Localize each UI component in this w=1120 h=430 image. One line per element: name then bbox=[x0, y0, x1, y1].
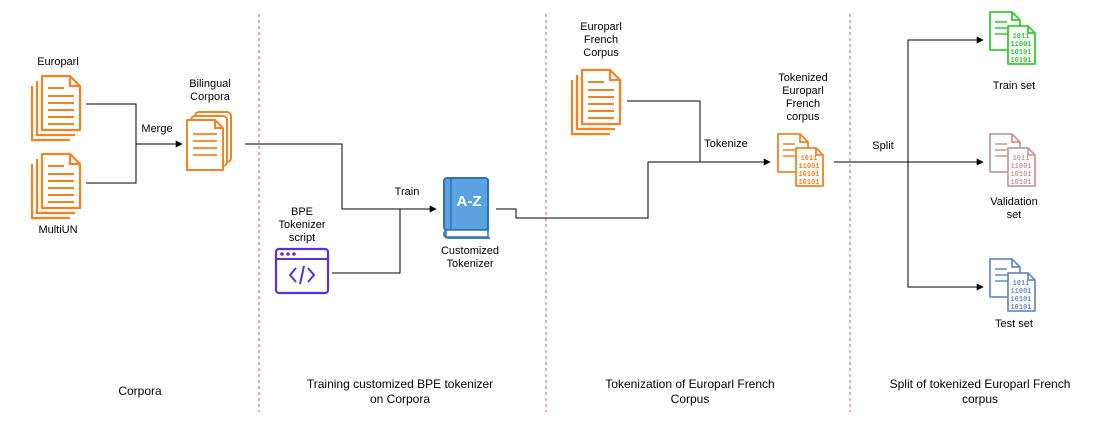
svg-text:A-Z: A-Z bbox=[457, 193, 482, 210]
section-label-split: Split of tokenized Europarl French corpu… bbox=[889, 377, 1071, 406]
tokenized-corpus-label: Tokenized Europarl French corpus bbox=[778, 72, 828, 123]
multiun-document-icon bbox=[30, 152, 82, 220]
customized-tokenizer-label: Customized Tokenizer bbox=[440, 245, 500, 270]
edge-french-tokenize bbox=[627, 100, 701, 162]
edge-split-train bbox=[907, 36, 984, 162]
code-script-icon bbox=[274, 247, 330, 295]
section-label-training: Training customized BPE tokenizer on Cor… bbox=[306, 377, 494, 406]
edge-corpora-train bbox=[245, 143, 437, 213]
edge-script-train bbox=[332, 209, 401, 274]
bilingual-corpora-label: Bilingual Corpora bbox=[189, 78, 231, 103]
edge-europarl-merge bbox=[86, 103, 183, 148]
edge-multiun-merge bbox=[86, 144, 137, 184]
validation-set-binary-document-icon bbox=[989, 133, 1036, 188]
europarl-document-icon bbox=[30, 74, 82, 142]
train-label: Train bbox=[394, 186, 420, 198]
section-label-tokenization: Tokenization of Europarl French Corpus bbox=[605, 377, 775, 406]
train-set-label: Train set bbox=[992, 80, 1036, 92]
tokenized-corpus-binary-document-icon bbox=[777, 133, 824, 188]
validation-set-label: Validation set bbox=[990, 196, 1038, 221]
split-label: Split bbox=[872, 140, 894, 152]
section-label-corpora: Corpora bbox=[118, 384, 162, 398]
bilingual-documents-icon bbox=[186, 111, 232, 171]
merge-label: Merge bbox=[141, 123, 173, 135]
test-set-binary-document-icon bbox=[989, 258, 1036, 313]
multiun-label: MultiUN bbox=[38, 224, 78, 236]
europarl-french-corpus-label: Europarl French Corpus bbox=[580, 21, 622, 59]
europarl-french-document-icon bbox=[570, 68, 622, 136]
bpe-script-label: BPE Tokenizer script bbox=[278, 206, 326, 244]
edge-split-test bbox=[907, 162, 984, 291]
europarl-label: Europarl bbox=[37, 56, 79, 68]
edge-tokenizer-tokenize bbox=[496, 158, 771, 219]
tokenize-label: Tokenize bbox=[704, 138, 748, 150]
a-z-book-icon: A-Z bbox=[442, 177, 490, 239]
train-set-binary-document-icon bbox=[989, 11, 1036, 66]
test-set-label: Test set bbox=[995, 318, 1033, 330]
